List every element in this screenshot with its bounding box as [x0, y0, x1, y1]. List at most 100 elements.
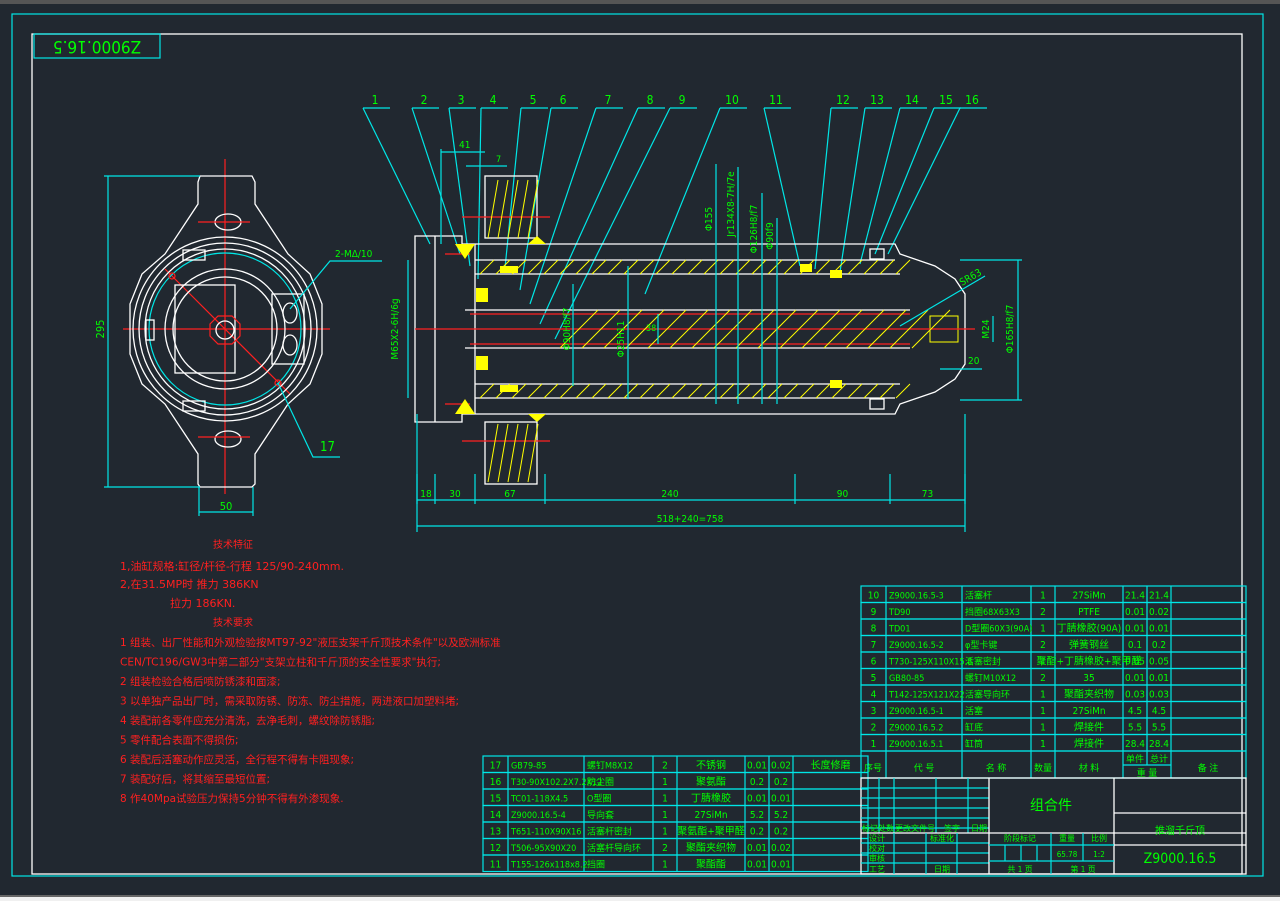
- balloon-label: 12: [836, 93, 850, 107]
- status-bar: [0, 895, 1280, 901]
- balloon-leader: [362, 107, 431, 245]
- outer-frame: [11, 13, 1264, 877]
- bom-cell: 0.2: [1152, 640, 1166, 651]
- balloon-leader: [529, 107, 597, 305]
- bom-cell: 5.2: [750, 810, 764, 821]
- title-block-text: 阶段标记: [1004, 833, 1036, 843]
- bom-cell: T142-125X121X22: [888, 691, 965, 701]
- bom-header-cell: 重 量: [1137, 767, 1158, 779]
- technical-notes: 技术特征 1,油缸规格:缸径/杆径-行程 125/90-240mm. 2,在31…: [120, 538, 501, 805]
- bom-header-cell: 备 注: [1198, 762, 1219, 774]
- bom-cell: 0.01: [1149, 624, 1169, 635]
- balloon-leader: [859, 107, 901, 265]
- bom-cell: 挡圈68X63X3: [965, 606, 1020, 618]
- bom-cell: 缸筒: [965, 738, 983, 750]
- balloon-label: 15: [939, 93, 953, 107]
- dia-end-label: Φ165H8/f7: [1005, 305, 1016, 354]
- bottom-dim-label: 18: [420, 489, 432, 500]
- bom-cell: 0.03: [1149, 690, 1169, 701]
- bom-cell: 聚酯夹织物: [686, 841, 736, 854]
- bom-cell: 2: [662, 761, 668, 772]
- bom-cell: 活塞: [965, 705, 983, 717]
- dia-inner-label: Φ25H11: [616, 321, 627, 358]
- bom-cell: 0.01: [747, 860, 767, 871]
- bom-cell: 0.02: [771, 843, 791, 854]
- section-view: M65X2-6H/6g Φ90H8/f7 Φ25H11 38 Φ155 Jr13…: [390, 140, 1022, 532]
- bom-cell: 27SiMn: [1072, 591, 1105, 602]
- bom-cell: 螺钉M10X12: [965, 673, 1016, 684]
- balloon-leader: [411, 107, 461, 255]
- dim-height: 295: [94, 320, 107, 339]
- bom-cell: 0.01: [1149, 673, 1169, 684]
- bom-cell: 聚氨酯+聚甲醛: [677, 825, 745, 838]
- bom-cell: 21.4: [1125, 591, 1145, 602]
- bom-cell: 聚酯+丁腈橡胶+聚甲醛: [1036, 655, 1141, 668]
- thread-left-label: M65X2-6H/6g: [390, 298, 401, 359]
- bom-cell: TD90: [888, 608, 910, 618]
- bom-cell: T506-95X90X20: [510, 844, 576, 854]
- balloon-17: 17: [320, 440, 335, 455]
- balloon-label: 8: [647, 93, 654, 107]
- bom-cell: GB80-85: [889, 674, 924, 684]
- title-block-text: 审核: [869, 853, 885, 863]
- dia-rod-label: Φ90H8/f7: [562, 308, 573, 351]
- balloon-leader: [644, 107, 721, 295]
- thread-main-label: Jr134X8-7H/7e: [726, 171, 737, 238]
- note-line: 拉力 186KN.: [170, 596, 235, 610]
- requirement-line: 3 以单独产品出厂时，需采取防锈、防冻、防尘措施，两进液口加塑料堵;: [120, 695, 459, 708]
- bom-cell: 2: [1040, 607, 1046, 618]
- bom-cell: 4.5: [1128, 706, 1142, 717]
- title-block-text: 标准化: [930, 833, 954, 843]
- bom-cell: 16: [490, 777, 502, 788]
- title-block-text: 签字: [944, 823, 960, 833]
- title-block-text: 共 1 页: [1007, 865, 1032, 874]
- mirrored-code-text: Z9000.16.5: [53, 36, 141, 56]
- balloon-leader: [874, 107, 935, 255]
- balloon-leader: [887, 107, 961, 255]
- bom-cell: 0.03: [1125, 690, 1145, 701]
- requirement-line: 2 组装检验合格后喷防锈漆和面漆;: [120, 675, 281, 688]
- title-block-text: 推溜千斤顶: [1155, 824, 1205, 837]
- bom-cell: Z9000.16.5.2: [889, 724, 943, 734]
- bom-cell: 长度修磨: [811, 759, 851, 772]
- bom-cell: 13: [490, 827, 501, 838]
- bom-header-cell: 单件: [1126, 753, 1144, 765]
- bom-cell: 活塞杆导向环: [587, 842, 641, 854]
- bom-cell: 9: [871, 607, 877, 618]
- balloon-leader: [448, 107, 471, 267]
- bom-cell: O型圈: [587, 794, 611, 805]
- bom-header-cell: 代 号: [914, 763, 935, 774]
- bom-header-cell: 数量: [1034, 762, 1052, 774]
- bom-cell: 3: [871, 706, 877, 717]
- bom-cell: 1: [1040, 624, 1046, 635]
- dia-126-label: Φ126H8/f7: [749, 205, 760, 254]
- balloon-label: 2: [421, 93, 428, 107]
- title-block-text: Z9000.16.5: [1144, 851, 1217, 867]
- title-block-text: 工艺: [869, 865, 885, 874]
- bom-cell: 1: [662, 810, 668, 821]
- bom-cell: 0.2: [774, 827, 788, 838]
- bom-cell: 5.5: [1152, 723, 1166, 734]
- inner-frame: [31, 33, 1243, 875]
- bom-cell: TD01: [888, 625, 910, 635]
- dim-small-label: 38: [646, 324, 656, 334]
- balloon-label: 1: [372, 93, 379, 107]
- requirement-line: 7 装配好后，将其缩至最短位置;: [120, 773, 270, 786]
- bom-cell: GB79-85: [511, 762, 546, 772]
- bom-cell: 0.01: [1125, 673, 1145, 684]
- bom-cell: 17: [490, 761, 501, 772]
- bom-cell: T155-126x118x8.2: [510, 861, 588, 871]
- bom-cell: 1: [1040, 690, 1046, 701]
- bom-cell: 0.05: [1125, 657, 1145, 668]
- bom-cell: 0.2: [750, 827, 764, 838]
- bom-cell: 聚酯酯: [696, 859, 726, 871]
- bom-cell: 4.5: [1152, 706, 1166, 717]
